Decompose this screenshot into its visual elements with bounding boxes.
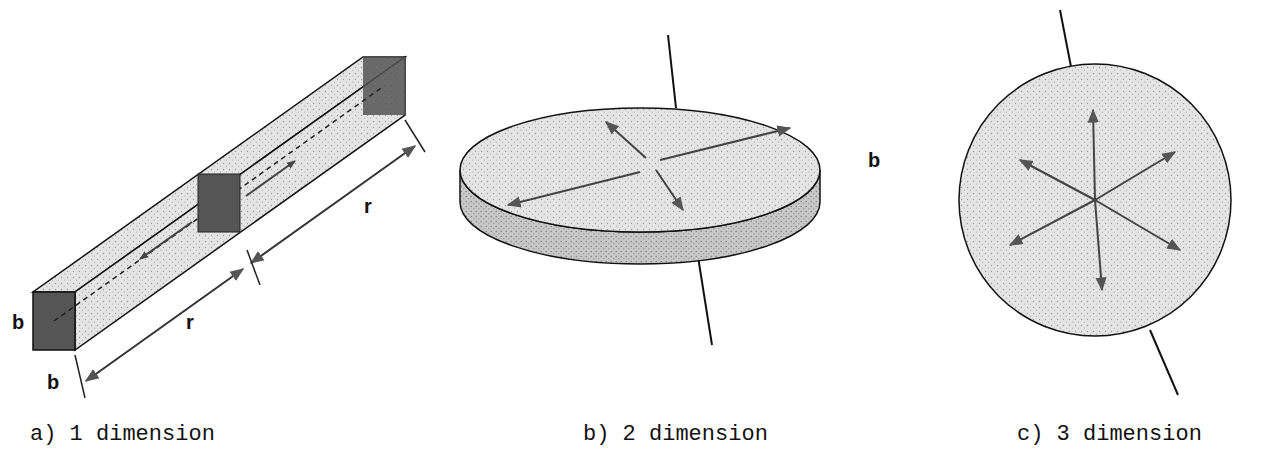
- dimension-tick: [405, 120, 425, 152]
- flow-arrow: [1095, 200, 1180, 250]
- disk-figure: [460, 35, 820, 345]
- dimension-label: b: [868, 150, 880, 170]
- dimension-label: r: [186, 312, 194, 332]
- flow-arrow: [1020, 160, 1095, 200]
- dimension-tick: [75, 355, 85, 398]
- figure-caption: c) 3 dimension: [1017, 424, 1202, 446]
- figure-caption: a) 1 dimension: [30, 424, 215, 446]
- dimension-line: [86, 269, 243, 381]
- bar-figure: [33, 57, 425, 398]
- flow-arrow: [606, 122, 646, 158]
- flow-arrow: [508, 172, 640, 205]
- dimension-tick: [247, 250, 260, 285]
- flow-arrow: [660, 128, 790, 160]
- axis-line: [1150, 330, 1178, 395]
- dimension-label: b: [47, 372, 59, 392]
- figure-caption: b) 2 dimension: [583, 424, 768, 446]
- bar-top: [33, 57, 405, 292]
- dimension-label: b: [12, 312, 24, 332]
- middle-square: [198, 174, 240, 232]
- flow-arrow: [1093, 110, 1095, 200]
- axis-line: [1060, 10, 1072, 72]
- axis-line: [668, 35, 676, 108]
- dimension-line: [251, 146, 415, 263]
- flow-arrow: [140, 222, 192, 259]
- flow-arrow: [1095, 200, 1102, 290]
- flow-arrow: [656, 170, 683, 210]
- sphere-figure: [959, 10, 1231, 395]
- flow-arrow: [246, 161, 295, 196]
- dimension-label: r: [364, 196, 372, 216]
- disk-face: [460, 108, 820, 232]
- sphere: [959, 64, 1231, 336]
- flow-arrow: [1010, 200, 1095, 245]
- flow-arrow: [1095, 152, 1175, 200]
- bar-side: [75, 57, 405, 350]
